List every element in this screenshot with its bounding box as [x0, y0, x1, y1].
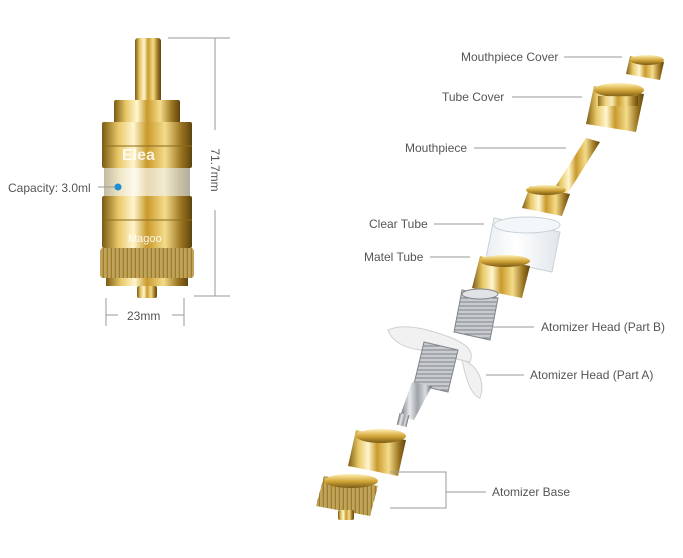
mouthpiece-cover-part [626, 55, 664, 80]
label-atomizer-head-b: Atomizer Head (Part B) [541, 320, 666, 334]
capacity-label: Capacity: 3.0ml [8, 181, 91, 195]
assembled-tank: Elea Magoo [100, 38, 194, 298]
mouthpiece-part [522, 138, 600, 216]
height-dimension [168, 37, 230, 297]
tube-cover-part [586, 83, 644, 132]
atomizer-base-lower [316, 474, 378, 520]
label-mouthpiece: Mouthpiece [405, 141, 468, 155]
brand-bottom-text: Magoo [128, 233, 162, 245]
width-label: 23mm [127, 309, 161, 323]
capacity-dot [114, 183, 122, 191]
atomizer-head-b-part [453, 288, 499, 341]
atomizer-head-a-part [387, 326, 483, 428]
matel-tube-part [472, 255, 530, 298]
label-tube-cover: Tube Cover [442, 90, 505, 104]
brand-top-text: Elea [122, 147, 155, 164]
top-cap [114, 100, 180, 124]
label-atomizer-base: Atomizer Base [492, 485, 571, 499]
height-label: 71.7mm [208, 148, 222, 192]
label-mouthpiece-cover: Mouthpiece Cover [461, 50, 559, 64]
label-atomizer-head-a: Atomizer Head (Part A) [530, 368, 654, 382]
lower-body [102, 196, 192, 248]
label-matel-tube: Matel Tube [364, 250, 424, 264]
label-clear-tube: Clear Tube [369, 217, 428, 231]
knurled-base [100, 248, 194, 278]
drip-tip [135, 38, 161, 102]
width-dimension [105, 298, 185, 326]
leader-lines [390, 56, 622, 509]
upper-body [102, 122, 192, 168]
atomizer-base-upper [348, 429, 406, 476]
connector-pin [137, 286, 157, 298]
